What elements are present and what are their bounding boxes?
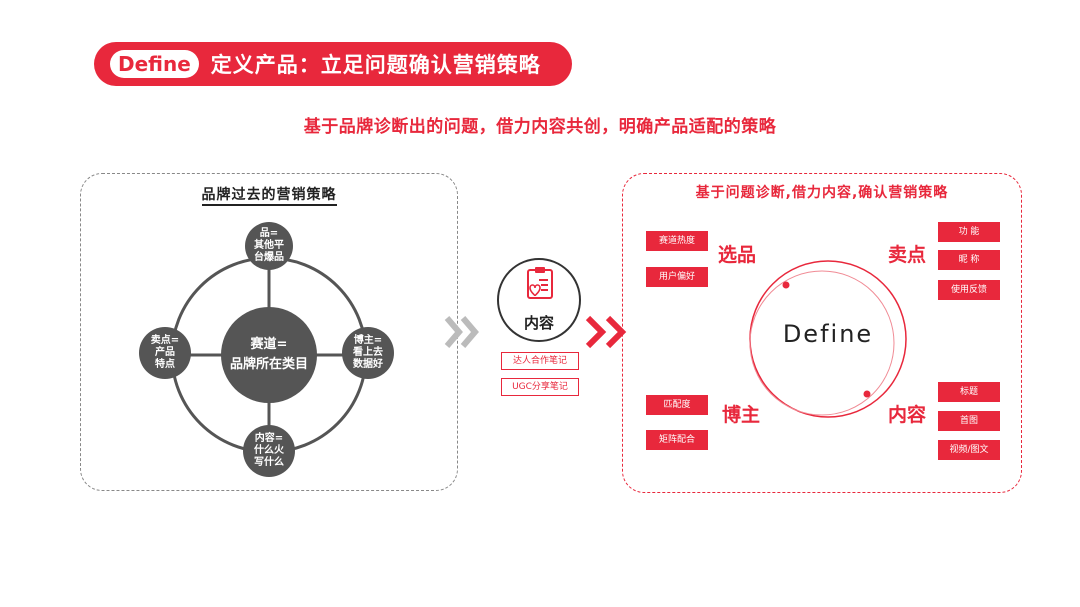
- tag-nickname: 昵 称: [938, 250, 1000, 270]
- tag-usage-feedback: 使用反馈: [938, 280, 1000, 300]
- tag-user-preference: 用户偏好: [646, 267, 708, 287]
- tag-matrix-coordination: 矩阵配合: [646, 430, 708, 450]
- header-banner: Define 定义产品：立足问题确认营销策略: [94, 42, 572, 86]
- label-blogger: 博主: [722, 404, 761, 426]
- tag-track-heat: 赛道热度: [646, 231, 708, 251]
- node-selling-point: 卖点= 产品 特点: [139, 327, 191, 379]
- tag-cover-image: 首图: [938, 411, 1000, 431]
- center-node-track: 赛道= 品牌所在类目: [221, 307, 317, 403]
- node-product: 品= 其他平 台爆品: [245, 222, 293, 270]
- tag-function: 功 能: [938, 222, 1000, 242]
- define-center-label: Define: [782, 320, 874, 348]
- content-label: 内容: [523, 314, 554, 332]
- tag-match-degree: 匹配度: [646, 395, 708, 415]
- label-content: 内容: [888, 404, 927, 426]
- tag-kol-notes: 达人合作笔记: [501, 352, 579, 370]
- node-content: 内容= 什么火 写什么: [243, 425, 295, 477]
- tag-video-image-text: 视频/图文: [938, 440, 1000, 460]
- page-title: 定义产品：立足问题确认营销策略: [210, 53, 541, 77]
- tag-ugc-notes: UGC分享笔记: [501, 378, 579, 396]
- tag-title: 标题: [938, 382, 1000, 402]
- right-panel-title: 基于问题诊断,借力内容,确认营销策略: [695, 185, 949, 201]
- label-product-selection: 选品: [718, 244, 757, 266]
- node-blogger: 博主= 看上去 数据好: [342, 327, 394, 379]
- left-panel-title: 品牌过去的营销策略: [80, 184, 458, 206]
- right-panel: [622, 173, 1022, 493]
- clipboard-heart-icon: [527, 267, 553, 299]
- page-subtitle: 基于品牌诊断出的问题，借力内容共创，明确产品适配的策略: [303, 117, 777, 137]
- define-tag: Define: [110, 50, 199, 78]
- gray-double-arrow-icon: [444, 316, 479, 348]
- label-selling-point: 卖点: [888, 244, 927, 266]
